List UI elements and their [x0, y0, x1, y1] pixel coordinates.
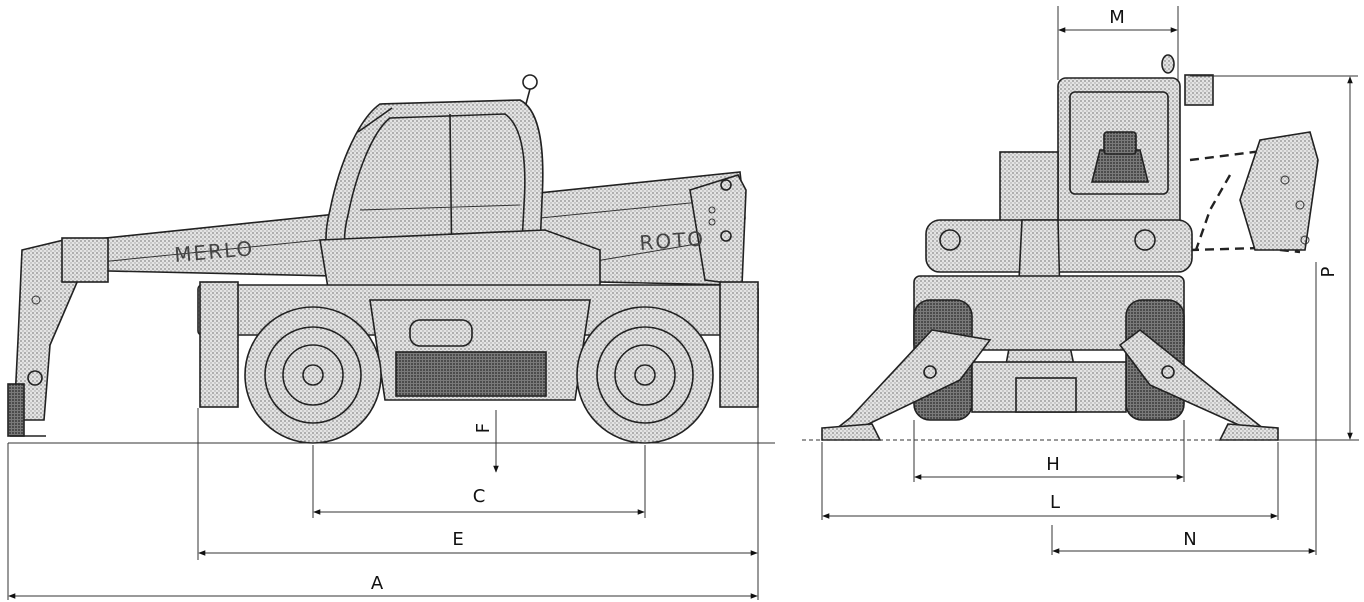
dimension-label-m: M [1109, 7, 1125, 28]
chassis [197, 281, 759, 408]
front-stabilizer [719, 281, 759, 408]
dimension-label-a: A [371, 573, 384, 594]
dimension-label-f: F [473, 423, 494, 433]
dimension-label-e: E [452, 529, 463, 550]
boom-raised-outline [1189, 131, 1319, 254]
rear-wheel [244, 306, 382, 444]
boom-model-text: ROTO [639, 226, 706, 255]
front-wheel [576, 306, 714, 444]
rear-stabilizer [199, 281, 239, 408]
front-view: M P H L N [802, 6, 1362, 555]
dimension-label-l: L [1050, 492, 1060, 513]
dimension-label-n: N [1183, 529, 1196, 550]
dimension-label-h: H [1046, 454, 1060, 475]
left-stabilizer-leg [821, 329, 992, 441]
fork-carriage [7, 237, 109, 437]
front-cab [1057, 54, 1214, 257]
side-view: MERLO ROTO [7, 74, 775, 600]
dimension-label-p: P [1318, 266, 1339, 277]
right-stabilizer-leg [1118, 328, 1279, 441]
dimension-label-c: C [473, 486, 486, 507]
mirror [1184, 74, 1214, 106]
